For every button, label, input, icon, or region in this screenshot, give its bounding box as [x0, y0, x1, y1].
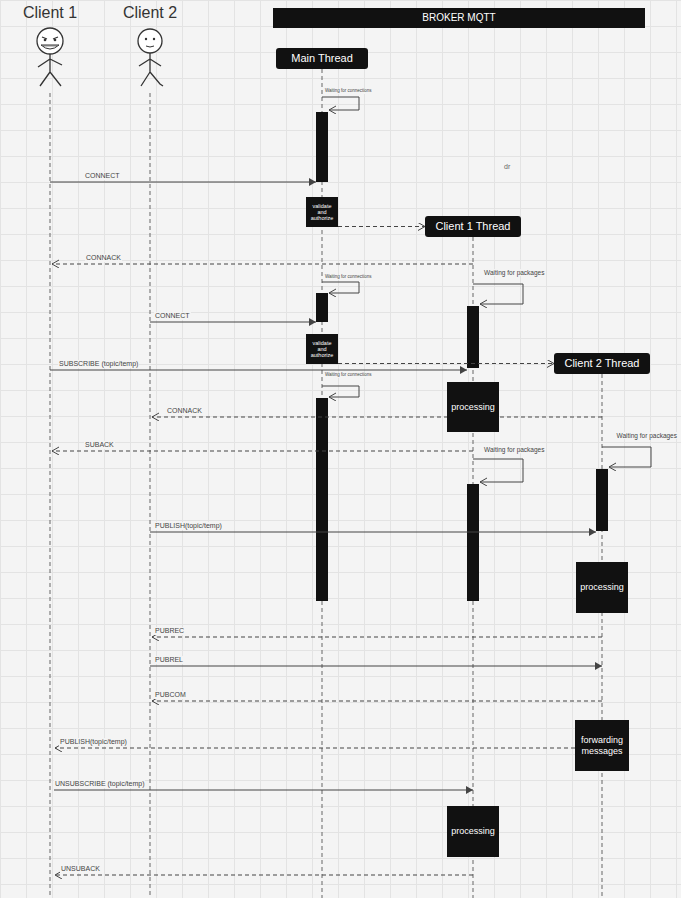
activation-bar	[316, 112, 328, 182]
message-label: CONNECT	[154, 312, 191, 320]
self-loop	[602, 447, 651, 467]
actor-figure	[146, 46, 154, 47]
reply-message	[52, 451, 473, 452]
actor-figure	[43, 46, 57, 47]
process-box: validate and authorize	[306, 197, 338, 227]
note-label: dr	[503, 163, 511, 171]
note-label: Waiting for packages	[483, 269, 545, 276]
box-label: processing	[451, 402, 495, 412]
message-arrow	[50, 182, 316, 183]
actor-figure	[110, 24, 190, 90]
self-loop	[473, 284, 523, 304]
message-label: CONNACK	[85, 254, 122, 262]
message-arrow	[150, 322, 316, 323]
note-label: Waiting for connections	[324, 89, 373, 94]
message-label: UNSUBSCRIBE (topic/temp)	[54, 780, 145, 788]
self-loop	[322, 97, 651, 482]
message-label: CONNACK	[166, 407, 203, 415]
message-label: PUBLISH(topic/temp)	[59, 738, 128, 746]
reply-message	[52, 264, 473, 265]
box-label: Client 2 Thread	[564, 357, 639, 370]
process-box: forwarding messages	[575, 720, 629, 771]
message-arrow	[150, 532, 596, 533]
box-label: processing	[451, 826, 495, 836]
self-loop	[322, 386, 359, 397]
message-label: SUBSCRIBE (topic/temp)	[58, 360, 139, 368]
actor-figure	[37, 28, 63, 54]
actor-figure	[42, 37, 58, 39]
reply-message	[152, 637, 602, 638]
lifeline	[150, 93, 151, 898]
message-label: PUBLISH(topic/temp)	[154, 522, 223, 530]
activation-bar	[596, 469, 608, 531]
actor: Client 1	[10, 4, 90, 92]
message-arrow	[150, 666, 602, 667]
reply-message	[55, 875, 473, 876]
actor-figure	[153, 38, 155, 40]
lifeline	[50, 69, 602, 898]
activation-bar	[467, 306, 479, 368]
message-arrow	[50, 370, 467, 371]
actor-figure	[139, 53, 163, 86]
box-label: processing	[580, 582, 624, 592]
message-label: SUBACK	[84, 441, 115, 449]
process-box: validate and authorize	[306, 334, 338, 364]
actor-figure	[41, 45, 59, 49]
self-loop	[322, 282, 359, 293]
message-label: PUBCOM	[154, 691, 187, 699]
activation-bar	[467, 484, 479, 601]
note-label: Waiting for connections	[324, 275, 373, 280]
reply-message	[152, 417, 602, 418]
thread-box: Client 2 Thread	[554, 353, 650, 374]
process-box: processing	[447, 382, 499, 432]
message-label: PUBREL	[154, 656, 184, 664]
process-box: processing	[576, 562, 628, 613]
box-label: Main Thread	[291, 52, 353, 65]
reply-message	[152, 701, 602, 702]
message-label: CONNECT	[84, 172, 121, 180]
box-label: Client 1 Thread	[435, 220, 510, 233]
header-bar: BROKER MQTT	[273, 8, 645, 28]
actor-figure	[138, 29, 162, 53]
self-loop	[473, 459, 523, 482]
lifeline	[602, 374, 603, 898]
activation-bar	[316, 293, 328, 322]
actor-name: Client 2	[123, 4, 177, 22]
message-label: PUBREC	[154, 627, 185, 635]
self-loop	[322, 97, 359, 110]
reply-message	[55, 748, 575, 749]
reply-message	[338, 363, 554, 364]
actor-figure	[10, 24, 90, 90]
note-label: Waiting for packages	[616, 432, 678, 439]
actor-figure	[38, 54, 62, 86]
box-label: validate and authorize	[308, 203, 336, 222]
thread-box: Main Thread	[276, 48, 368, 69]
note-label: Waiting for packages	[483, 446, 545, 453]
reply-message	[338, 226, 425, 227]
process-box: processing	[447, 806, 499, 857]
lifeline	[50, 93, 51, 898]
actor-figure	[145, 38, 147, 40]
actor-figure	[54, 39, 57, 42]
message-label: UNSUBACK	[60, 865, 101, 873]
actor-name: Client 1	[23, 4, 77, 22]
box-label: forwarding messages	[577, 735, 627, 756]
thread-box: Client 1 Thread	[425, 216, 521, 237]
box-label: validate and authorize	[308, 340, 336, 359]
box-label: BROKER MQTT	[422, 12, 495, 24]
activation-bar	[316, 398, 328, 601]
actor: Client 2	[110, 4, 190, 92]
actor-figure	[44, 39, 47, 42]
note-label: Waiting for connections	[324, 373, 373, 378]
message-arrow	[54, 790, 473, 791]
